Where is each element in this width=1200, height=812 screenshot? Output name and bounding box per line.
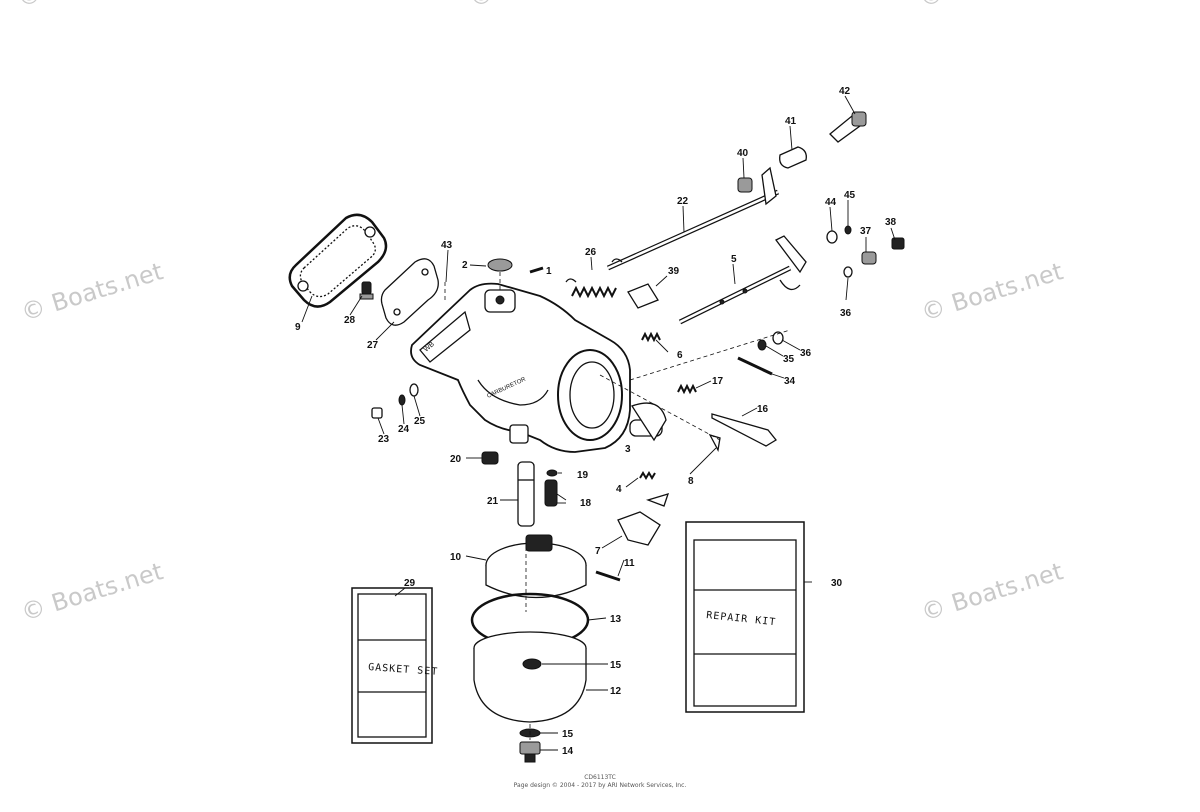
callout-37: 37 [860,226,872,237]
callout-leaders [301,95,896,751]
float-10 [485,534,587,599]
callout-9: 9 [295,322,301,333]
callout-10: 10 [450,552,462,563]
throttle-plate [380,258,439,326]
nozzle-21 [517,461,535,527]
callout-5: 5 [731,254,737,265]
throttle-shaft-22 [606,166,780,271]
callout-25: 25 [414,416,426,427]
callout-42: 42 [839,86,851,97]
clip-39 [627,283,659,309]
callout-14: 14 [562,746,574,757]
washer-19 [546,469,558,477]
callout-39: 39 [668,266,680,277]
page-footer: CD6113TC Page design © 2004 - 2017 by AR… [470,774,730,790]
callout-4: 4 [616,484,622,495]
callout-35: 35 [783,354,795,365]
callout-7: 7 [595,546,601,557]
callout-labels: 42 41 40 22 44 45 38 37 26 5 39 36 43 2 … [295,86,897,757]
carburetor-body: CARBURETOR WB [410,282,663,453]
callout-12: 12 [610,686,622,697]
pin-11 [595,570,621,582]
screw-37-38 [843,237,905,278]
flange-gasket [288,213,388,308]
callout-34: 34 [784,376,796,387]
choke-shaft-5 [678,235,807,325]
washers-44-45 [826,225,852,244]
gasket-set-label: GASKET SET [368,662,439,678]
callout-44: 44 [825,197,837,208]
callout-38: 38 [885,217,897,228]
screw-23 [371,407,383,419]
spring-17 [677,383,697,395]
callout-26: 26 [585,247,597,258]
callout-18: 18 [580,498,592,509]
callout-28: 28 [344,315,356,326]
copyright-notice: Page design © 2004 - 2017 by ARI Network… [513,782,687,789]
callout-16: 16 [757,404,769,415]
callout-6: 6 [677,350,683,361]
callout-36: 36 [840,308,852,319]
callout-23: 23 [378,434,390,445]
bushing-41 [779,146,807,169]
plug-20 [481,451,499,465]
assembly-guide-lines [444,272,791,740]
callout-3: 3 [625,444,631,455]
callout-20: 20 [450,454,462,465]
washer-24 [398,394,406,406]
callout-30: 30 [831,578,843,589]
washers-35-36 [757,331,784,351]
washer-25 [409,383,419,397]
callout-1: 1 [546,266,552,277]
drain-plug-14 [519,741,541,763]
spring-4 [639,471,656,480]
callout-13: 13 [610,614,622,625]
screw-8 [708,433,721,452]
callout-29: 29 [404,578,416,589]
callout-8: 8 [688,476,694,487]
callout-11: 11 [624,558,635,569]
needle-16 [711,413,777,447]
float-lever-7 [617,493,670,546]
spring-6 [641,331,661,343]
callout-15: 15 [562,729,574,740]
callout-2: 2 [462,260,468,271]
jet-18 [544,479,558,507]
screw-42 [829,111,867,143]
callout-24: 24 [398,424,410,435]
callout-19: 19 [577,470,589,481]
diagram-code: CD6113TC [584,774,616,781]
nut-40 [737,177,753,193]
gasket-set-29: GASKET SET [351,587,439,744]
callout-36: 36 [800,348,812,359]
callout-22: 22 [677,196,689,207]
float-bowl-12 [473,631,587,723]
callout-15: 15 [610,660,622,671]
needle-34 [737,356,773,376]
cap-2 [487,258,513,272]
callout-27: 27 [367,340,379,351]
callout-41: 41 [785,116,797,127]
spring-26 [565,258,623,299]
callout-40: 40 [737,148,749,159]
callout-45: 45 [844,190,856,201]
callout-21: 21 [487,496,499,507]
repair-kit-30: REPAIR KIT [685,521,805,713]
callout-17: 17 [712,376,724,387]
callout-43: 43 [441,240,453,251]
screw-28 [359,281,374,300]
